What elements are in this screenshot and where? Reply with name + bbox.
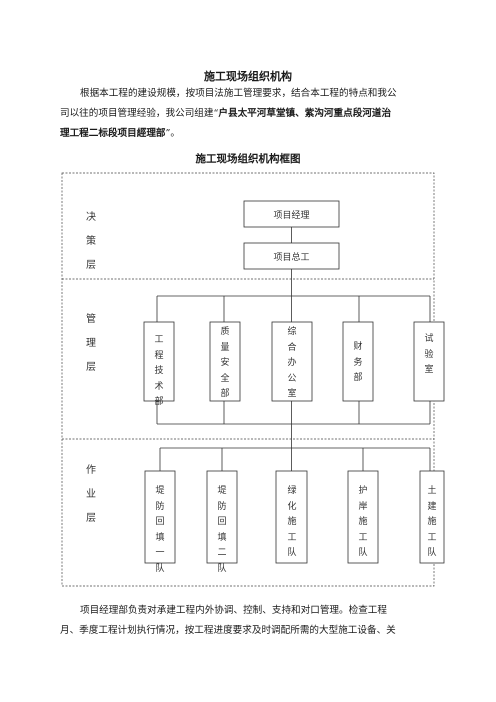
label-team-4: 护 岸 施 工 队	[358, 486, 368, 558]
outro-paragraph: 项目经理部负责对承建工程内外协调、控制、支持和对口管理。检查工程 月、季度工程计…	[60, 601, 438, 641]
box-team-3	[275, 470, 308, 564]
label-project-manager: 项目经理	[273, 211, 310, 221]
outro-line-2: 月、季度工程计划执行情况，按工程进度要求及时调配所需的大型施工设备、关	[60, 625, 396, 636]
box-finance-dept	[342, 321, 374, 402]
label-team-5: 土 建 施 工 队	[427, 486, 437, 558]
label-chief-engineer: 项目总工	[273, 253, 310, 263]
intro-end: ”。	[165, 128, 181, 139]
intro-line-1: 根据本工程的建设规模，按项目法施工管理要求，结合本工程的特点和我公	[80, 88, 397, 99]
label-finance-dept: 财 务 部	[353, 342, 363, 383]
box-lab	[413, 321, 445, 402]
box-team-4	[347, 470, 379, 564]
intro-line-2: 司以往的项目管理经验，我公司组建“	[60, 108, 219, 119]
box-quality-safety-dept	[209, 321, 241, 402]
outro-line-1: 项目经理部负责对承建工程内外协调、控制、支持和对口管理。检查工程	[80, 605, 387, 616]
layer-label-operation: 作 业 层	[86, 465, 96, 524]
layer-label-management: 管 理 层	[86, 314, 96, 373]
label-engineering-dept: 工 程 技 术 部	[154, 335, 164, 407]
box-project-manager	[243, 200, 340, 228]
project-name-b: 理工程二标段项目經理部	[60, 128, 166, 139]
label-team-3: 绿 化 施 工 队	[287, 486, 297, 558]
label-lab: 试 验 室	[424, 334, 434, 375]
label-team-2: 堤 防 回 填 二 队	[217, 486, 227, 574]
document-title: 施工现场组织机构	[204, 70, 292, 83]
label-quality-safety-dept: 质 量 安 全 部	[220, 327, 230, 399]
chart-title: 施工现场组织机构框图	[195, 153, 301, 165]
box-admin-office	[271, 321, 313, 402]
intro-paragraph: 根据本工程的建设规模，按项目法施工管理要求，结合本工程的特点和我公 司以往的项目…	[60, 84, 438, 144]
layer-label-decision: 决 策 层	[86, 212, 96, 271]
box-team-5	[419, 470, 445, 564]
box-team-1	[144, 470, 176, 564]
project-name-a: 户县太平河草堂镇、紫沟河重点段河道治	[218, 108, 392, 119]
box-team-2	[206, 470, 238, 564]
box-chief-engineer	[243, 242, 340, 270]
label-admin-office: 综 合 办 公 室	[287, 327, 297, 399]
box-engineering-dept	[143, 321, 175, 402]
label-team-1: 堤 防 回 填 一 队	[155, 486, 165, 574]
